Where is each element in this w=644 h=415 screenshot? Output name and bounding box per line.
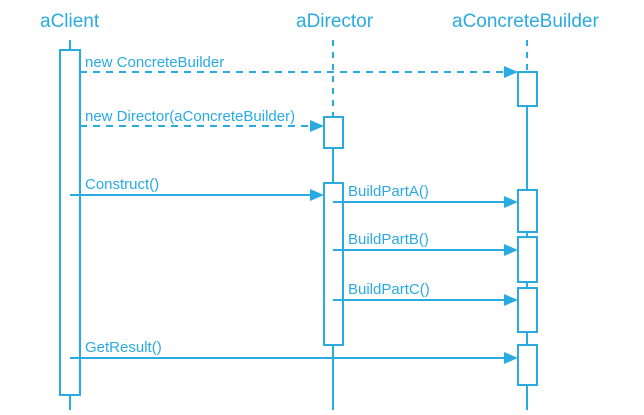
message-new-concretebuilder[interactable]	[80, 66, 518, 78]
message-labels-layer: new ConcreteBuilder new Director(aConcre…	[85, 54, 430, 356]
activation-bar-builder-construction[interactable]	[517, 71, 538, 107]
lifelines-layer	[69, 40, 528, 410]
message-buildpartc[interactable]	[333, 294, 518, 306]
message-label-new-director: new Director(aConcreteBuilder)	[85, 108, 295, 125]
activations-layer	[59, 49, 538, 396]
message-buildpartb[interactable]	[333, 244, 518, 256]
participant-title-builder: aConcreteBuilder	[452, 11, 599, 32]
message-label-buildparta: BuildPartA()	[348, 183, 429, 200]
activation-bar-client-main[interactable]	[59, 49, 81, 396]
participant-titles-layer: aClient aDirector aConcreteBuilder	[40, 11, 599, 32]
activation-bar-builder-buildpartc[interactable]	[517, 287, 538, 333]
activation-bar-director-construct[interactable]	[323, 182, 344, 346]
message-getresult[interactable]	[70, 352, 518, 364]
arrow-head-icon	[504, 196, 518, 208]
arrow-head-icon	[504, 294, 518, 306]
message-construct[interactable]	[70, 189, 324, 201]
message-label-getresult: GetResult()	[85, 339, 162, 356]
activation-bar-builder-buildparta[interactable]	[517, 189, 538, 233]
activation-bar-builder-buildpartb[interactable]	[517, 236, 538, 283]
message-new-director[interactable]	[80, 120, 324, 132]
message-label-construct: Construct()	[85, 176, 159, 193]
message-buildparta[interactable]	[333, 196, 518, 208]
messages-layer	[70, 66, 518, 364]
arrow-head-icon	[310, 120, 324, 132]
message-label-buildpartc: BuildPartC()	[348, 281, 430, 298]
participant-title-director: aDirector	[296, 11, 374, 32]
message-label-new-concretebuilder: new ConcreteBuilder	[85, 54, 224, 71]
arrow-head-icon	[504, 352, 518, 364]
arrow-head-icon	[310, 189, 324, 201]
message-label-buildpartb: BuildPartB()	[348, 231, 429, 248]
activation-bar-builder-getresult[interactable]	[517, 344, 538, 386]
arrow-head-icon	[504, 66, 518, 78]
arrow-head-icon	[504, 244, 518, 256]
participant-title-client: aClient	[40, 11, 100, 32]
activation-bar-director-construction[interactable]	[323, 116, 344, 149]
